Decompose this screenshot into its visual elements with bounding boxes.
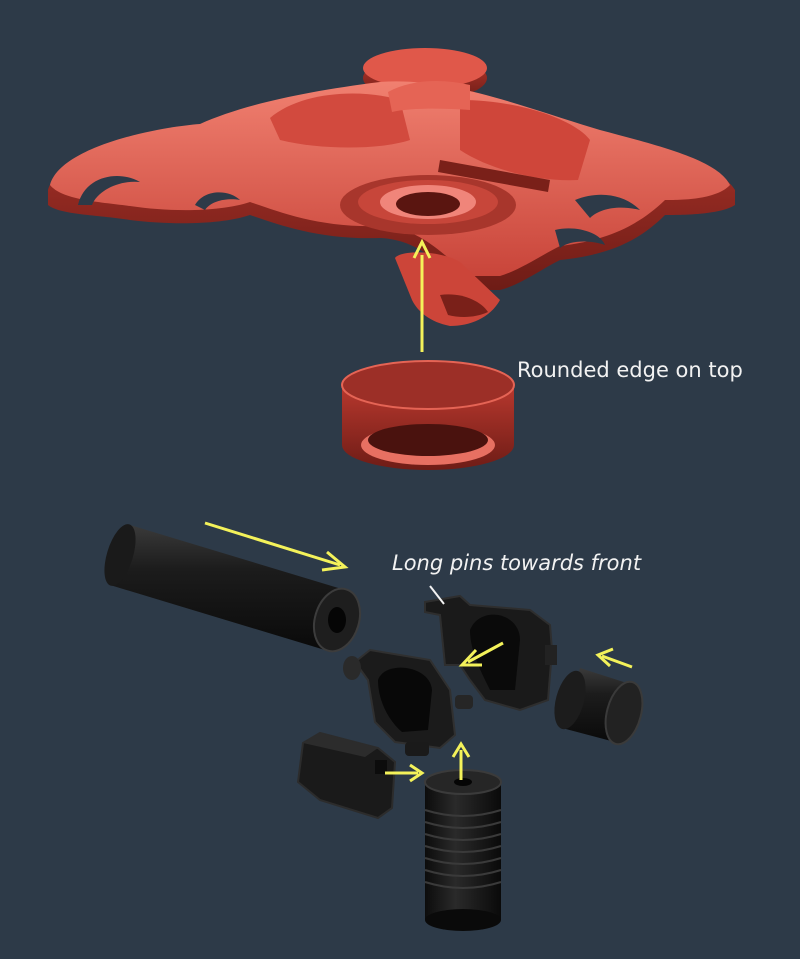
spinner-plate (48, 48, 735, 326)
pin-label-leader (429, 585, 445, 605)
arrow-wedge (385, 763, 425, 783)
front-bracket (424, 594, 557, 712)
arrow-column-up (451, 741, 471, 780)
bearing-ring (341, 360, 515, 470)
end-cap (554, 668, 644, 746)
arrow-end-cap (595, 647, 633, 669)
yoke (343, 648, 473, 756)
long-tube (104, 524, 362, 653)
rounded-edge-label: Rounded edge on top (517, 358, 743, 382)
arrow-long-tube (204, 521, 349, 572)
threaded-column (424, 769, 502, 931)
wedge-block (296, 731, 397, 820)
arrow-bracket (458, 641, 504, 667)
arrow-ring-to-plate (412, 238, 432, 352)
long-pins-label: Long pins towards front (392, 551, 642, 575)
